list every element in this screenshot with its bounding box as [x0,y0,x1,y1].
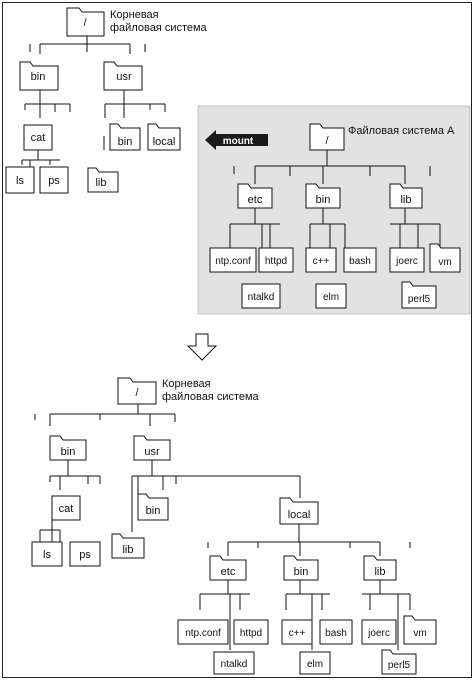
svg-text:/: / [325,135,329,147]
fs-a-vm: vm [429,243,461,273]
after-folder-bin-a: bin [283,555,319,581]
svg-text:c++: c++ [289,628,306,639]
svg-text:ps: ps [79,549,91,561]
svg-text:ls: ls [16,175,24,187]
svg-text:lib: lib [374,566,385,578]
svg-text:bash: bash [325,628,347,639]
svg-text:bash: bash [349,256,371,267]
after-root-caption-line2: файловая система [162,391,260,403]
folder-root: / [66,7,105,37]
after-file-httpd: httpd [233,619,269,645]
svg-text:bin: bin [118,136,133,148]
svg-text:/: / [135,387,139,399]
svg-text:cat: cat [31,132,46,144]
svg-text:local: local [288,509,311,521]
fs-a-ntalkd: ntalkd [241,283,281,309]
root-label: / [83,17,87,29]
fs-a-elm: elm [315,283,347,309]
svg-text:lib: lib [122,544,133,556]
after-folder-usr: usr [133,435,171,461]
svg-text:c++: c++ [313,256,330,267]
after-file-joerc: joerc [361,619,397,645]
after-file-cpp: c++ [281,619,313,645]
fs-a-perl5: perl5 [401,281,437,309]
mount-arrow: mount [205,130,268,150]
svg-text:vm: vm [413,628,426,639]
svg-text:ntp.conf: ntp.conf [185,628,221,639]
svg-text:perl5: perl5 [388,660,411,671]
svg-text:bin: bin [31,71,46,83]
after-file-elm: elm [299,651,331,675]
fs-a-lib: lib [389,183,423,209]
svg-text:httpd: httpd [240,628,262,639]
svg-text:vm: vm [438,257,451,268]
down-arrow-icon [186,333,218,361]
after-folder-bin: bin [49,435,87,461]
svg-text:httpd: httpd [265,256,287,267]
svg-text:lib: lib [95,177,106,189]
after-folder-etc: etc [209,555,247,581]
svg-text:bin: bin [294,566,309,578]
fs-a-etc: etc [237,183,273,209]
folder-usr-lib: lib [87,167,119,193]
fs-a-title: Файловая система А [348,125,455,137]
after-folder-usr-bin: bin [137,493,169,521]
folder-bin: bin [19,61,59,91]
mount-label: mount [223,136,254,147]
svg-text:ntalkd: ntalkd [248,292,275,303]
svg-text:cat: cat [59,503,74,515]
svg-text:etc: etc [221,566,236,578]
svg-text:usr: usr [144,446,160,458]
after-root-caption-line1: Корневая [162,378,211,390]
svg-text:elm: elm [323,292,339,303]
folder-usr-bin: bin [109,123,141,151]
after-folder-local: local [279,497,319,525]
svg-text:perl5: perl5 [408,294,431,305]
after-file-ls: ls [31,541,63,567]
svg-text:ntalkd: ntalkd [221,659,248,670]
after-file-ntalkd: ntalkd [213,651,255,675]
folder-usr: usr [103,61,143,91]
fs-a-ntp-conf: ntp.conf [209,247,257,273]
file-ls: ls [5,166,35,194]
fs-a-joerc: joerc [389,247,425,273]
after-file-ntp-conf: ntp.conf [177,619,229,645]
folder-usr-local: local [147,123,181,151]
svg-text:local: local [153,136,176,148]
after-file-ps: ps [69,541,101,567]
svg-text:bin: bin [61,446,76,458]
after-file-perl5: perl5 [381,649,417,675]
fs-a-root-folder: / [309,123,345,151]
after-tree: / Корневая файловая система bin usr cat … [31,377,437,675]
fs-a-cpp: c++ [305,247,337,273]
after-root-folder: / [117,377,157,405]
fs-a-panel: mount / Файловая система А etc bin lib n… [197,105,471,315]
file-cat: cat [23,124,53,151]
svg-text:etc: etc [248,194,263,206]
after-folder-lib-a: lib [363,555,397,581]
after-folder-usr-lib: lib [111,533,145,559]
svg-text:joerc: joerc [395,256,418,267]
before-tree: / Корневая файловая система bin usr cat … [5,7,208,194]
svg-text:ls: ls [43,549,51,561]
fs-a-bash: bash [343,247,377,273]
after-file-vm: vm [403,615,437,645]
root-caption-line1: Корневая [110,9,159,21]
svg-text:usr: usr [116,71,132,83]
svg-text:elm: elm [307,659,323,670]
fs-a-bin: bin [305,183,341,209]
root-caption-line2: файловая система [110,22,208,34]
svg-text:bin: bin [146,505,161,517]
file-ps: ps [39,166,69,194]
svg-text:lib: lib [400,194,411,206]
fs-a-httpd: httpd [258,247,294,273]
figure-frame [2,2,472,678]
svg-text:ntp.conf: ntp.conf [215,256,251,267]
svg-text:joerc: joerc [367,628,390,639]
after-file-bash: bash [319,619,353,645]
after-file-cat: cat [51,495,81,521]
svg-text:ps: ps [48,175,60,187]
svg-text:bin: bin [316,194,331,206]
